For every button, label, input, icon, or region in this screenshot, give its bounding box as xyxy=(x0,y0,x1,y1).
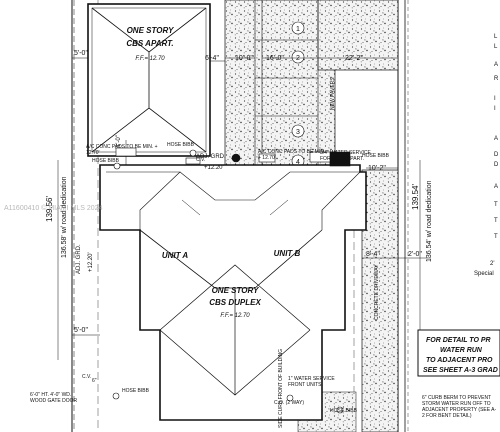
water-service-front-note: 1" WATER SERVICE FRONT UNITS xyxy=(288,376,335,388)
stall-number-1: 1 xyxy=(296,26,300,33)
water-service-front-box: 1" WATER SERVICE FRONT UNITS xyxy=(288,376,335,388)
unit-b-label: UNIT B xyxy=(274,249,301,258)
apartment-title-line1: ONE STORY xyxy=(127,26,174,35)
dim-16: 16'-0" xyxy=(266,55,284,62)
cv-label-1: C.V. xyxy=(196,157,205,163)
margin-char-2: L xyxy=(494,44,498,50)
hose-bibb-label-4: HOSE BIBB xyxy=(122,388,150,394)
ac-pads-left-note: A/C CONC PADS TO BE MIN. + 12.70' xyxy=(86,144,158,156)
margin-char-6: I xyxy=(494,106,496,112)
adj-grd-left: ADJ. GRD. xyxy=(76,244,82,274)
stall-number-4: 4 xyxy=(296,159,300,166)
side-curb-label: SIDE CURB FRONT OF BUILDING xyxy=(278,349,284,428)
paving-areas xyxy=(224,0,399,432)
ac-pads-right-box: A/C CONC PADS TO BE MIN. + 12.70' xyxy=(258,149,326,161)
stall-number-3: 3 xyxy=(296,129,300,136)
detail-note-line2: WATER RUN xyxy=(440,347,483,354)
margin-char-7: A xyxy=(494,136,498,142)
margin-char-13: T xyxy=(494,234,498,240)
co-label: C.O. (2 WAY) xyxy=(274,400,304,406)
water-service-rear-box: 3/4" WATER SERVICE FOR REAR APART. xyxy=(320,150,371,162)
detail-note-line3: TO ADJACENT PRO xyxy=(426,357,493,364)
adj-grd-top-val: +12.20' xyxy=(204,165,224,171)
apartment-building xyxy=(87,3,211,157)
dim-left-setback-bottom: 5'-0" xyxy=(74,327,88,334)
duplex-building xyxy=(99,164,367,421)
dim-10-2: 10'-2" xyxy=(368,165,386,172)
concrete-driveway-label: CONCRETE DRIVEWAY xyxy=(374,264,380,320)
detail-note-box xyxy=(417,329,500,377)
margin-char-3: A xyxy=(494,62,498,68)
pavers-label: NEW PAVERS xyxy=(330,77,336,110)
margin-bottom-line2: Special xyxy=(474,271,494,277)
hose-bibb-label-3: HOSE BIBB xyxy=(362,153,390,159)
margin-char-5: I xyxy=(494,96,496,102)
detail-note-line4: SEE SHEET A-3 GRAD xyxy=(423,367,498,374)
adj-grd-left-val: +12.20' xyxy=(88,252,94,272)
margin-char-4: R xyxy=(494,76,499,82)
dim-bottom-small: 6" xyxy=(92,378,97,384)
hose-bibb-label-1: HOSE BIBB xyxy=(167,142,195,148)
unit-a-label: UNIT A xyxy=(162,251,189,260)
dim-10: 10'-0" xyxy=(235,55,253,62)
utility-marks xyxy=(112,147,351,414)
dim-22: 22'-2" xyxy=(345,55,363,62)
dim-length-right-1: 139.54' xyxy=(411,184,420,210)
margin-char-9: D xyxy=(494,162,499,168)
apartment-title-line2: CBS APART. xyxy=(126,39,173,48)
margin-bottom-line1: 2' xyxy=(490,261,494,267)
adj-grd-top: ADJ. GRD. xyxy=(196,154,226,160)
gate-note-box: 6'-0" HT. 4'-0" WD. WOOD GATE DOOR xyxy=(30,392,78,404)
parking-stalls xyxy=(254,0,319,170)
hose-bibb-label-5: HOSE BIBB xyxy=(330,408,358,414)
margin-char-1: L xyxy=(494,34,498,40)
duplex-ff: F.F.= 12.70 xyxy=(220,313,250,319)
water-service-rear-note: 3/4" WATER SERVICE FOR REAR APART. xyxy=(320,150,371,162)
stall-number-2: 2 xyxy=(296,55,300,62)
margin-char-10: A xyxy=(494,184,498,190)
detail-note-line1: FOR DETAIL TO PR xyxy=(426,337,491,344)
gate-note: 6'-0" HT. 4'-0" WD. WOOD GATE DOOR xyxy=(30,392,78,404)
dim-2-0: 2'-0" xyxy=(408,251,422,258)
dim-8-4: 8'-4" xyxy=(366,251,380,258)
watermark: A11600410 © MIAMI MLS 2024 xyxy=(4,204,103,212)
dim-length-left-1: 139.56' xyxy=(45,196,54,222)
curb-note: 6" CURB BERM TO PREVENT STORM WATER RUN … xyxy=(422,395,497,419)
margin-char-8: D xyxy=(494,152,499,158)
stall-number-markers xyxy=(291,21,305,168)
apartment-ff: F.F.= 12.70 xyxy=(135,56,165,62)
cv-label-2: C.V. xyxy=(82,374,91,380)
curb-note-box: 6" CURB BERM TO PREVENT STORM WATER RUN … xyxy=(422,395,497,419)
dim-length-right-2: 136.54' w/ road dedication xyxy=(426,180,433,262)
dim-left-setback-top: 5'-0" xyxy=(74,50,88,57)
dim-gap-top: 6'-4" xyxy=(205,55,219,62)
dim-11: 11'-0" xyxy=(116,135,122,150)
duplex-title-line1: ONE STORY xyxy=(212,286,259,295)
ac-pads-right-note: A/C CONC PADS TO BE MIN. + 12.70' xyxy=(258,149,326,161)
ac-pads-left-box: A/C CONC PADS TO BE MIN. + 12.70' xyxy=(86,144,158,156)
margin-char-12: T xyxy=(494,218,498,224)
duplex-title-line2: CBS DUPLEX xyxy=(209,298,261,307)
hose-bibb-label-2: HOSE BIBB xyxy=(92,158,120,164)
dim-length-left-2: 136.58' w/ road dedication xyxy=(61,176,68,258)
dimension-lines xyxy=(57,57,430,360)
margin-char-11: T xyxy=(494,202,498,208)
